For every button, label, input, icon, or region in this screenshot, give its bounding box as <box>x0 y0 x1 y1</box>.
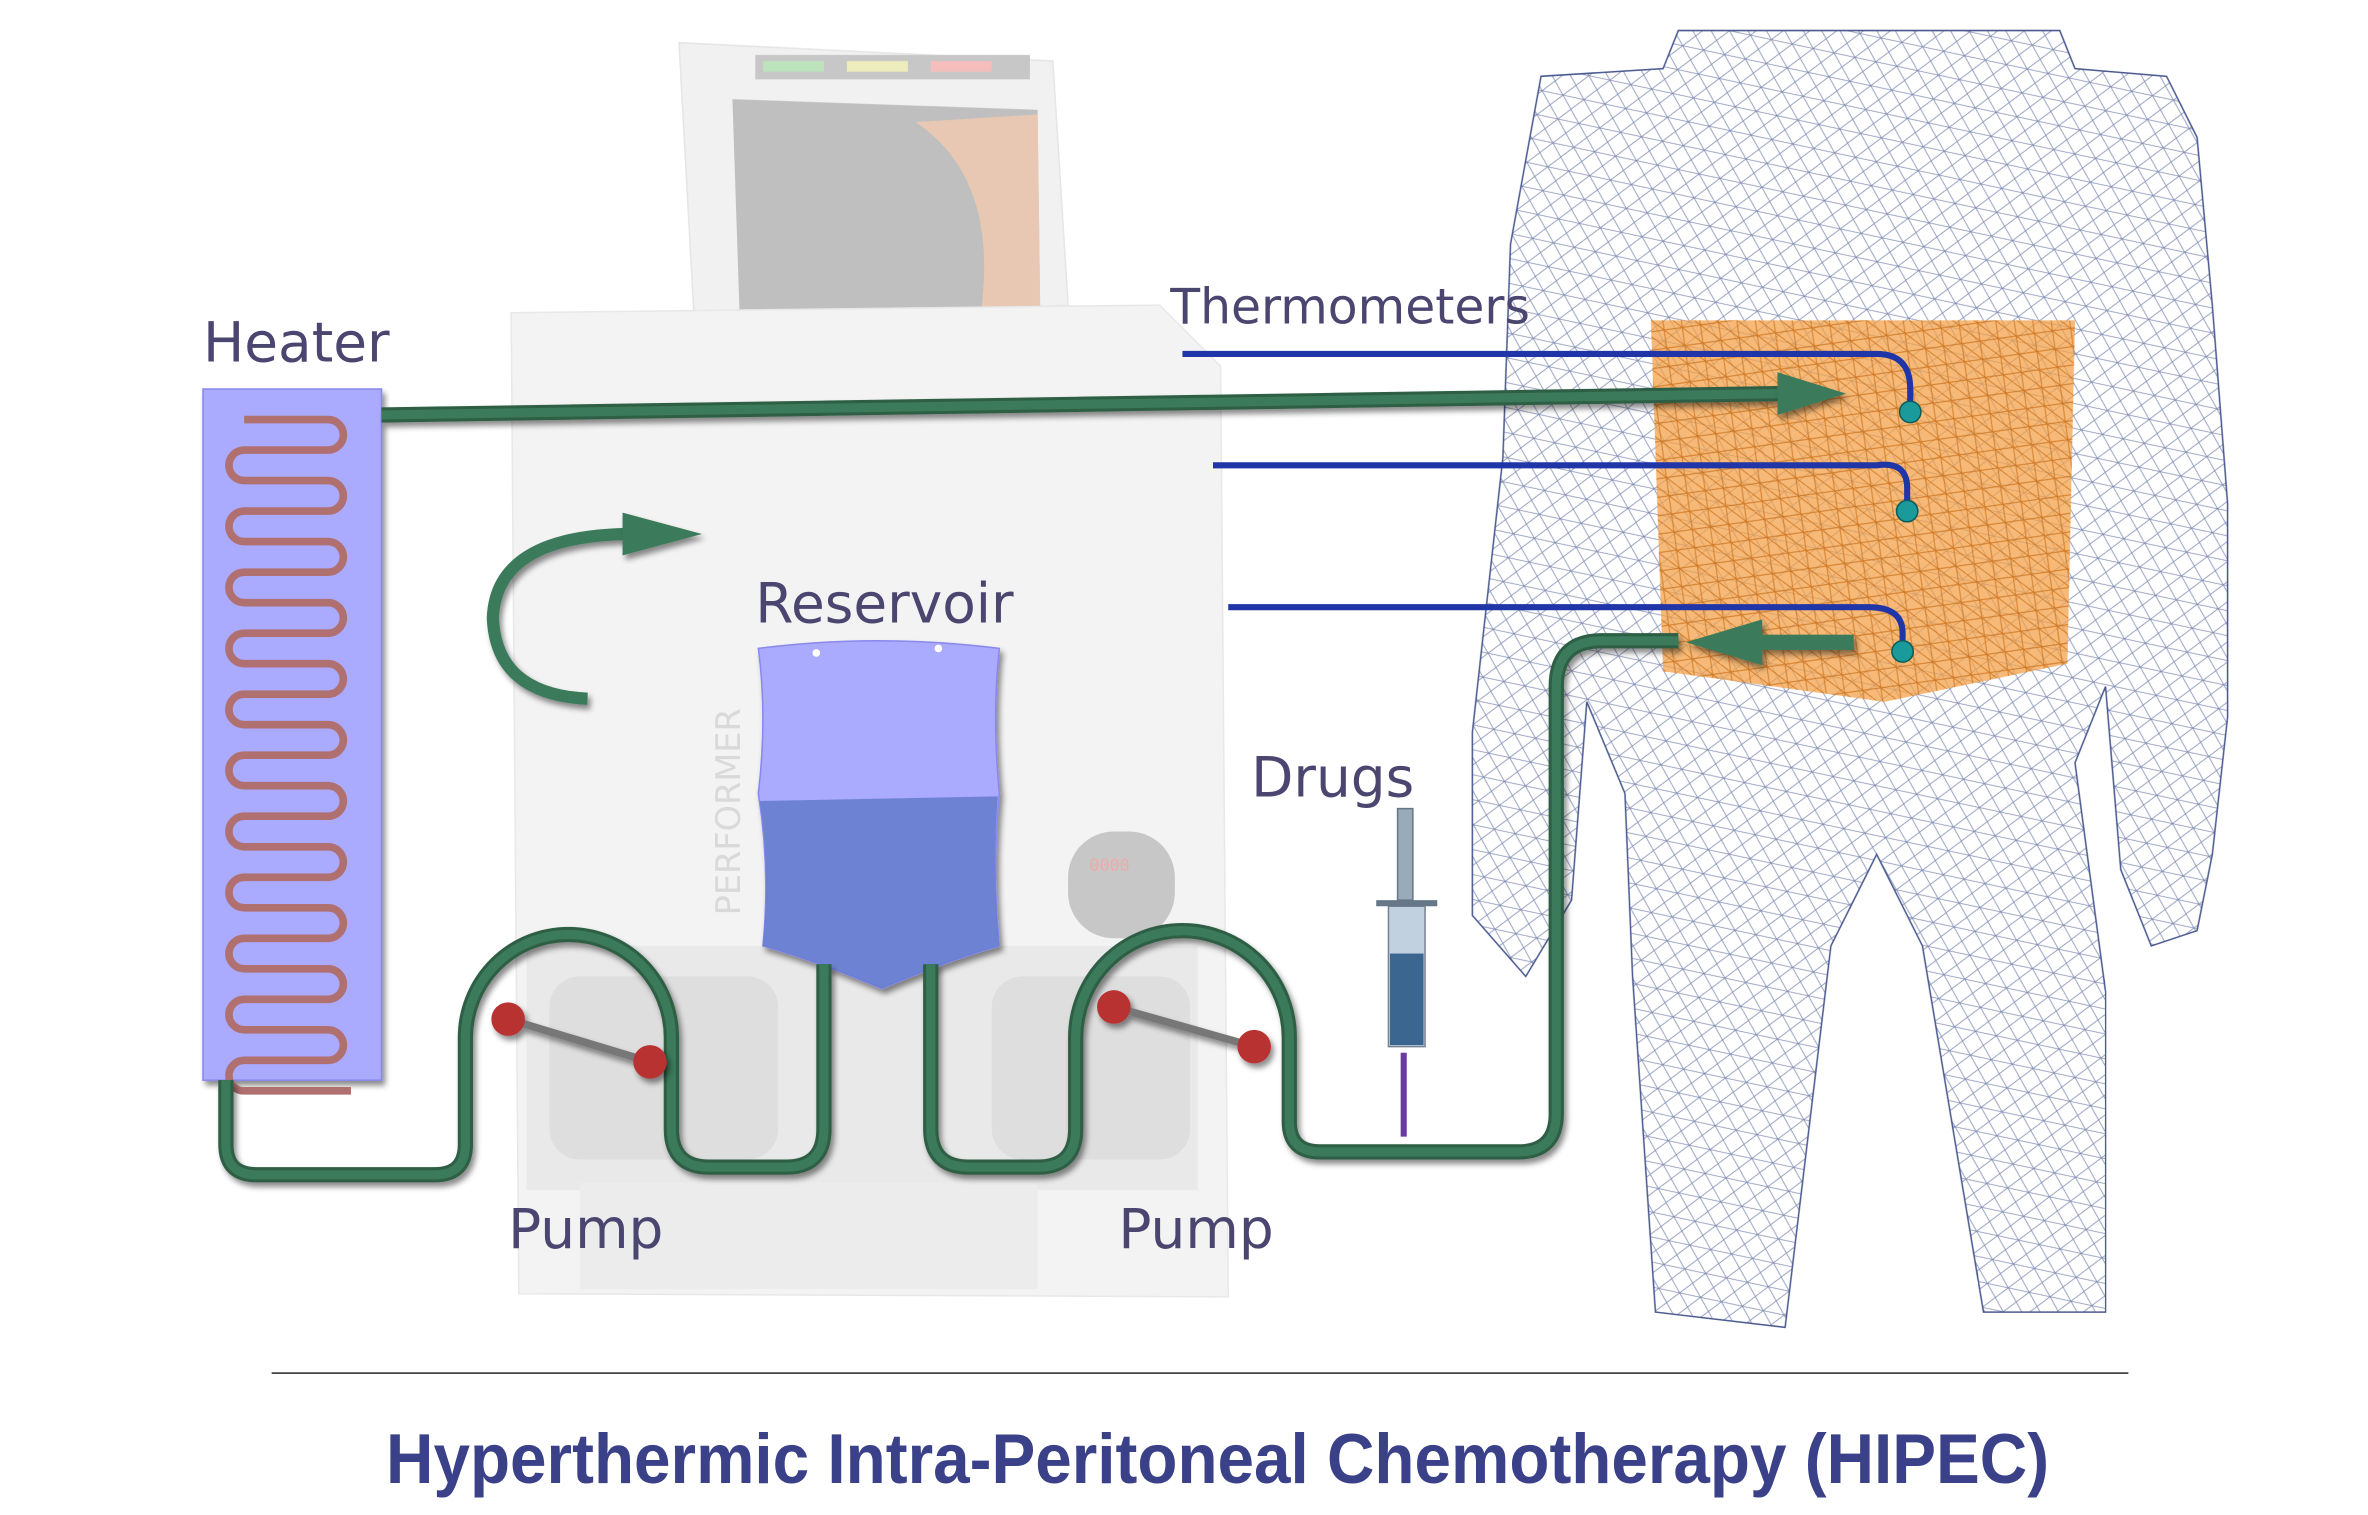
pump-right-label: Pump <box>1118 1197 1273 1261</box>
drugs-label: Drugs <box>1251 745 1414 809</box>
thermometer-tip-icon <box>1898 400 1922 424</box>
tubing-circuit <box>218 385 1778 1183</box>
flow-arrow-curved <box>486 527 626 705</box>
diagram-title: Hyperthermic Intra-Peritoneal Chemothera… <box>386 1419 2049 1498</box>
pump-rotor-left <box>491 1002 667 1079</box>
thermometer-tip-icon <box>1891 640 1915 663</box>
flow-arrow-return <box>1685 619 1854 666</box>
heater-label: Heater <box>203 311 390 375</box>
pump-left-label: Pump <box>508 1197 663 1261</box>
syringe-icon <box>1376 807 1438 1137</box>
human-body-wireframe <box>1471 29 2229 1329</box>
machine-display-readout: 0000 <box>1089 855 1129 875</box>
thermometer-tip-icon <box>1895 499 1919 523</box>
flow-arrow-head-top <box>1777 372 1847 415</box>
machine-brand-text: PERFORMER <box>709 708 748 915</box>
thermometer-probes <box>1182 350 1914 649</box>
reservoir-label: Reservoir <box>755 571 1014 635</box>
flow-arrow-head-curved <box>622 512 702 556</box>
pump-rotor-right <box>1097 990 1271 1064</box>
reservoir-bag <box>757 640 1001 990</box>
thermometers-label: Thermometers <box>1169 278 1530 335</box>
heater <box>202 388 383 1095</box>
